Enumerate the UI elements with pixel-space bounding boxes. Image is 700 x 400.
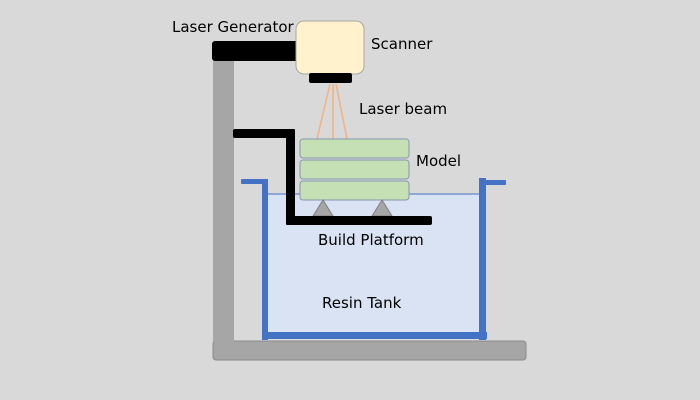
laser-beam-right: [335, 83, 348, 140]
laser-beam-left: [316, 83, 331, 140]
model-layer: [299, 159, 410, 180]
label-model: Model: [416, 152, 461, 170]
tank-bottom: [262, 332, 487, 339]
platform-top-arm: [233, 129, 295, 138]
scanner-lens: [309, 73, 352, 83]
label-build-platform: Build Platform: [318, 231, 424, 249]
platform-base: [286, 216, 432, 225]
tank-right-wall: [479, 178, 486, 340]
label-resin-tank: Resin Tank: [322, 294, 402, 312]
resin-tank: [241, 178, 506, 340]
label-laser-beam: Laser beam: [359, 100, 447, 118]
label-scanner: Scanner: [371, 35, 433, 53]
base-plate: [212, 340, 527, 361]
scanner: [295, 20, 365, 75]
tank-left-wall: [262, 179, 268, 340]
tank-right-lip: [483, 180, 506, 185]
label-laser-generator: Laser Generator: [172, 18, 295, 36]
tank-left-lip: [241, 179, 266, 184]
laser-beams: [316, 83, 348, 140]
model-layer: [299, 138, 410, 159]
platform-vertical: [286, 129, 295, 225]
laser-generator-arm: [212, 41, 302, 61]
build-platform: [233, 129, 432, 225]
vertical-stand: [213, 58, 234, 342]
model-layer: [299, 180, 410, 201]
model: [299, 138, 410, 201]
